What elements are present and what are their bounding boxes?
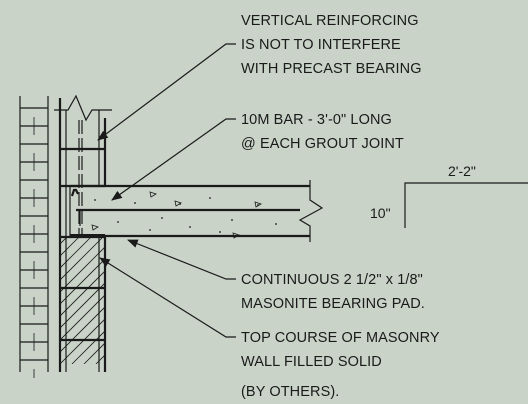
aggregate-dot — [189, 226, 191, 228]
aggregate-dot — [219, 231, 221, 233]
hatch-line — [60, 282, 105, 329]
aggregate-mark — [254, 201, 262, 208]
solid-fill-hatch — [60, 236, 248, 364]
dimension-slab-width: 2'-2" — [448, 163, 476, 179]
note-bearing-pad-line1: CONTINUOUS 2 1/2" x 1/8" — [241, 272, 423, 288]
note-bar-line2: @ EACH GROUT JOINT — [241, 136, 404, 152]
hatch-line — [60, 236, 93, 269]
precast-slab — [69, 180, 324, 242]
aggregate-dot — [231, 219, 233, 221]
leaders — [97, 43, 236, 338]
hatch-line — [95, 354, 105, 364]
aggregate-mark — [174, 200, 182, 207]
hatch-line — [108, 236, 236, 364]
hatch-line — [60, 318, 105, 364]
aggregate-dot — [134, 202, 136, 204]
aggregate-dot — [117, 221, 119, 223]
note-bar-line1: 10M BAR - 3'-0" LONG — [241, 112, 392, 128]
note-top-course-line3: (BY OTHERS). — [241, 384, 339, 400]
aggregate-dot — [275, 223, 277, 225]
hatch-line — [120, 236, 248, 364]
hatch-line — [60, 258, 105, 305]
note-vertical-reinforcing-line3: WITH PRECAST BEARING — [241, 61, 422, 77]
hatch-line — [83, 342, 105, 364]
dimension-slab-thickness: 10" — [370, 205, 391, 221]
hatch-line — [60, 236, 81, 257]
aggregate-mark — [149, 191, 157, 198]
note-top-course-line2: WALL FILLED SOLID — [241, 354, 382, 370]
bearing-pad — [70, 234, 105, 237]
hatch-line — [60, 246, 105, 293]
aggregate-mark — [91, 224, 99, 231]
dimension-marks — [404, 182, 528, 228]
hatch-line — [60, 236, 105, 281]
hatch-line — [60, 306, 105, 353]
aggregate-dot — [94, 199, 96, 201]
note-bearing-pad-line2: MASONITE BEARING PAD. — [241, 296, 425, 312]
aggregate-dot — [149, 229, 151, 231]
hatch-line — [60, 294, 105, 341]
aggregate-dot — [161, 217, 163, 219]
brick-veneer — [19, 96, 49, 378]
note-top-course-line1: TOP COURSE OF MASONRY — [241, 330, 440, 346]
note-vertical-reinforcing-line2: IS NOT TO INTERFERE — [241, 37, 401, 53]
note-vertical-reinforcing-line1: VERTICAL REINFORCING — [241, 13, 419, 29]
hatch-line — [60, 270, 105, 317]
aggregate-mark — [232, 232, 240, 239]
aggregate-dot — [209, 197, 211, 199]
hatch-line — [71, 330, 105, 364]
